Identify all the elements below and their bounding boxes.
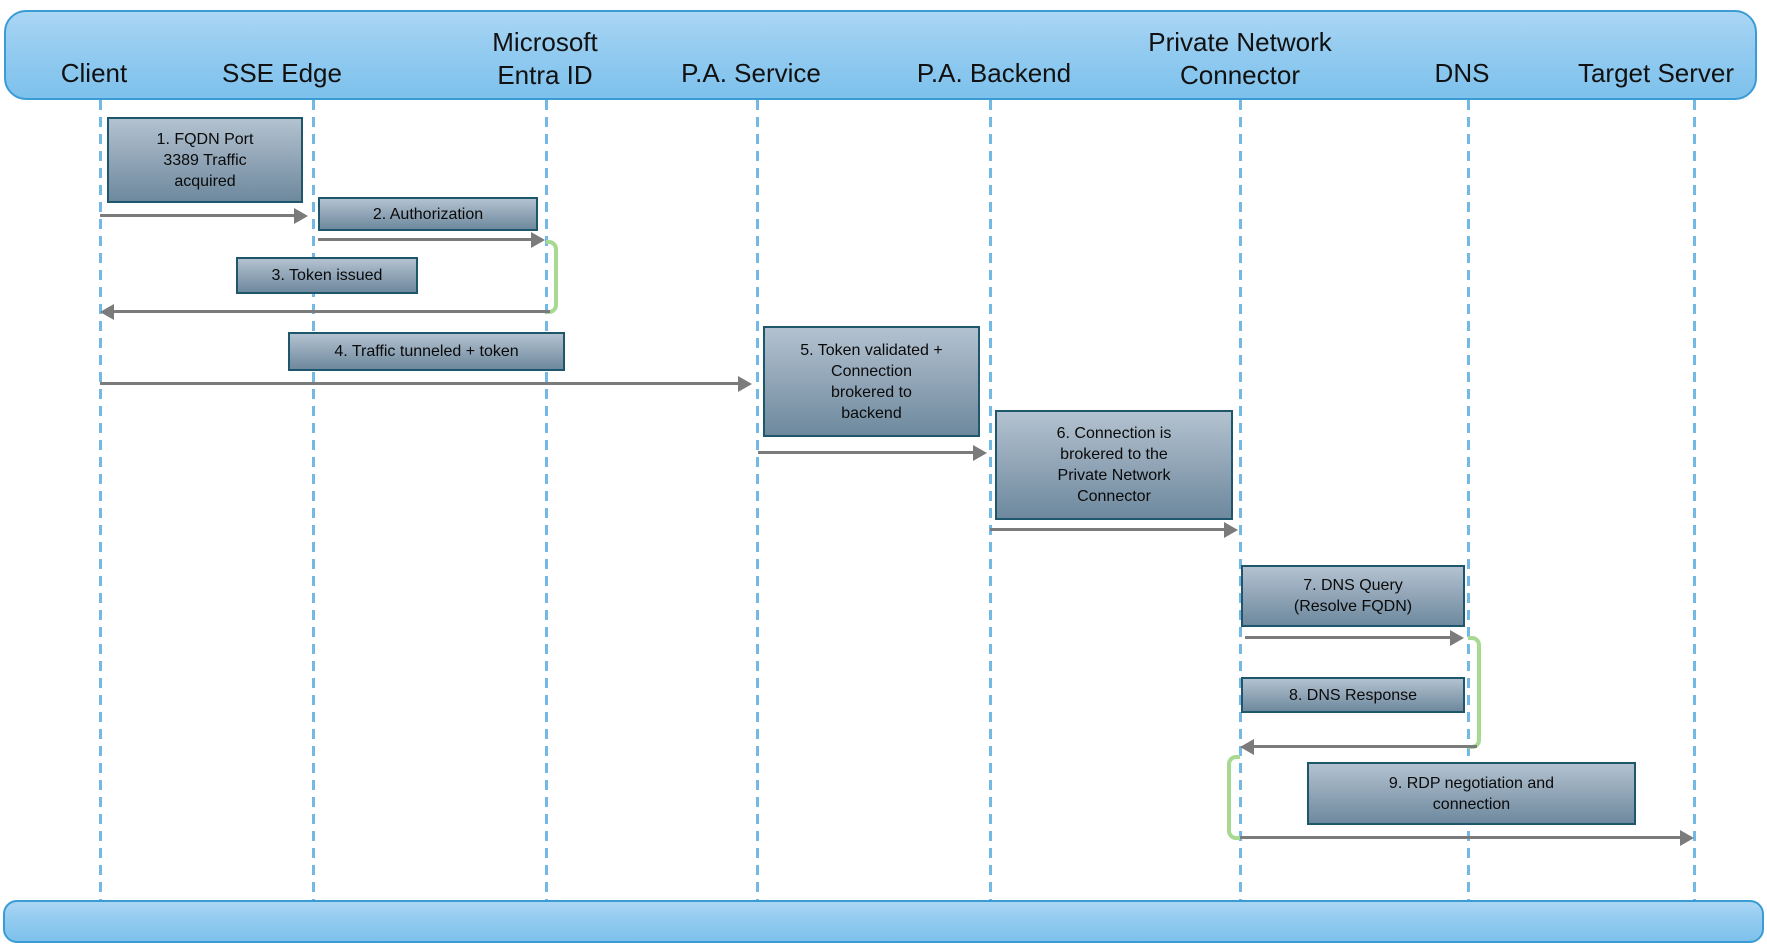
lifeline-dns: [1466, 100, 1470, 900]
actor-label-sse-edge: SSE Edge: [222, 58, 342, 88]
step-3-box: 3. Token issued: [236, 257, 418, 294]
lifeline-pnc: [1238, 100, 1242, 900]
actor-label-target-server: Target Server: [1577, 58, 1735, 88]
lifeline-client: [98, 100, 102, 900]
arrow-step-3: [100, 304, 550, 320]
activation-entra-id: [546, 240, 558, 314]
step-9-box: 9. RDP negotiation and connection: [1307, 762, 1636, 825]
arrow-step-6: [990, 522, 1238, 538]
arrow-step-4: [100, 376, 752, 392]
arrow-step-8: [1240, 739, 1477, 755]
arrow-step-7: [1245, 630, 1464, 646]
arrow-step-9: [1240, 830, 1694, 846]
lifeline-target-server: [1692, 100, 1696, 900]
activation-pnc: [1227, 755, 1240, 840]
actors-footer-bar: [3, 900, 1764, 943]
lifeline-sse-edge: [311, 100, 315, 900]
lifeline-pa-service: [755, 100, 759, 900]
lifeline-entra-id: [544, 100, 548, 900]
lifeline-pa-backend: [988, 100, 992, 900]
step-1-box: 1. FQDN Port 3389 Traffic acquired: [107, 117, 303, 203]
actors-header-bar: [4, 10, 1757, 100]
step-2-box: 2. Authorization: [318, 197, 538, 231]
arrow-step-2: [318, 232, 545, 248]
step-4-box: 4. Traffic tunneled + token: [288, 332, 565, 371]
step-6-box: 6. Connection is brokered to the Private…: [995, 410, 1233, 520]
activation-dns: [1468, 636, 1481, 749]
actor-label-pnc: Private Network Connector: [1148, 27, 1332, 90]
step-7-box: 7. DNS Query (Resolve FQDN): [1241, 565, 1465, 627]
arrow-step-1: [100, 208, 308, 224]
actor-label-dns: DNS: [1434, 58, 1490, 88]
actor-label-client: Client: [60, 58, 128, 88]
actor-label-entra-id: Microsoft Entra ID: [492, 27, 598, 90]
actor-label-pa-service: P.A. Service: [681, 58, 821, 88]
arrow-step-5: [758, 445, 987, 461]
step-5-box: 5. Token validated + Connection brokered…: [763, 326, 980, 437]
actor-label-pa-backend: P.A. Backend: [916, 58, 1072, 88]
step-8-box: 8. DNS Response: [1241, 677, 1465, 713]
